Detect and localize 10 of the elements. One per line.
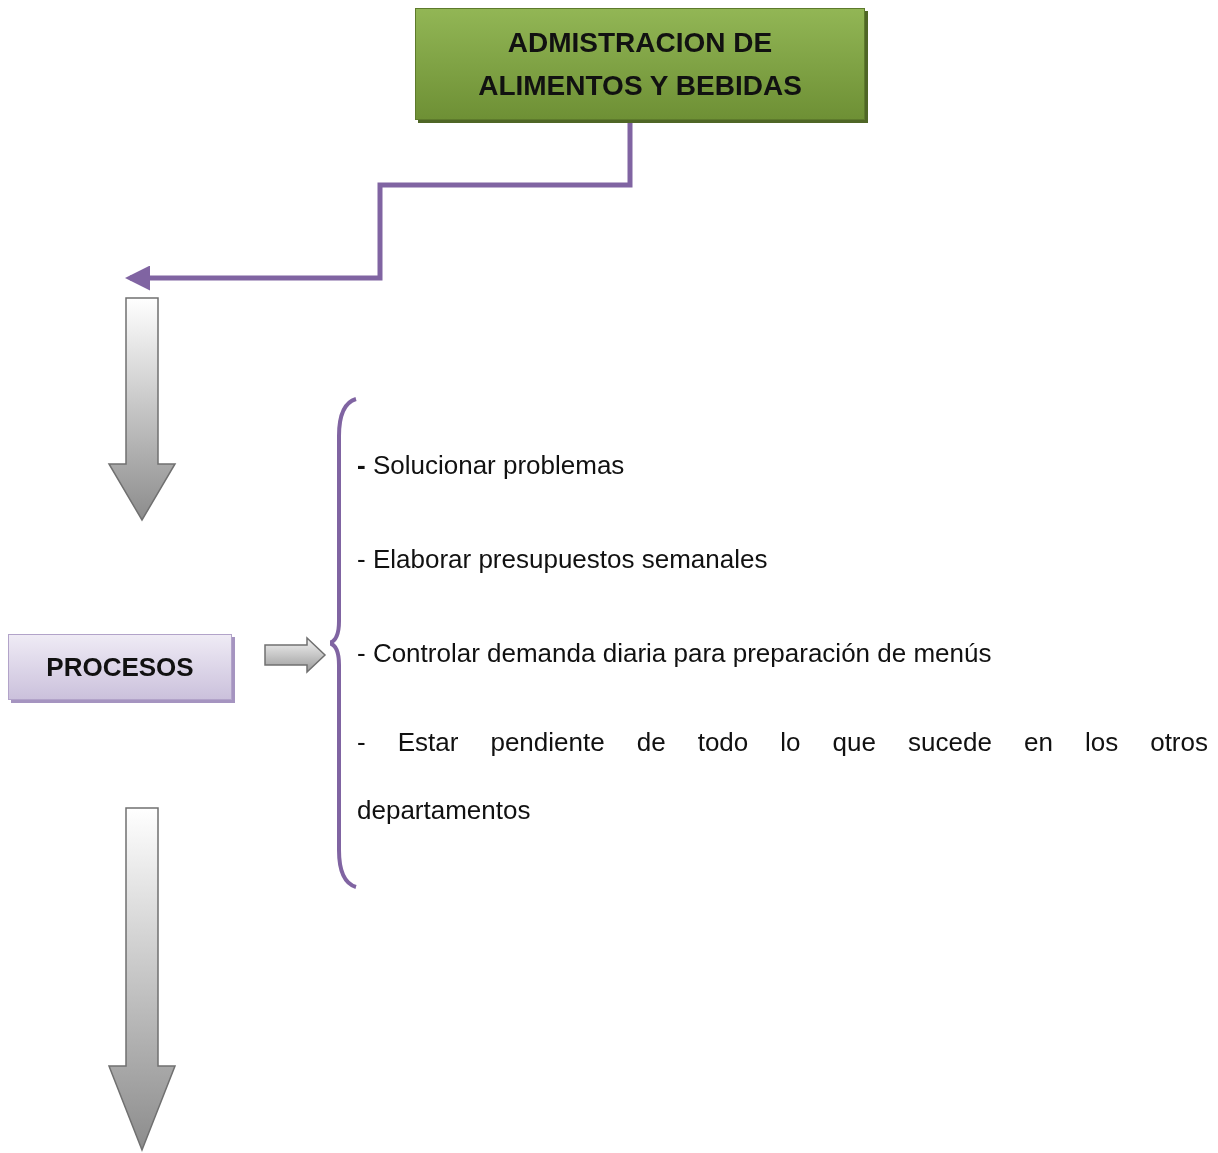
list-item: - Controlar demanda diaria para preparación de menús [357, 637, 993, 670]
list-item: - Estar pendiente de todo lo que sucede en los otros departamentos [357, 726, 1208, 827]
list-item: - Solucionar problemas [357, 449, 626, 482]
title-box [415, 8, 865, 120]
title-text: ADMISTRACION DE ALIMENTOS Y BEBIDAS [477, 26, 803, 103]
list-item: - Elaborar presupuestos semanales [357, 543, 769, 576]
arrow [125, 120, 633, 291]
process-box [8, 634, 232, 700]
process-label: PROCESOS [46, 650, 194, 684]
block-arrow [264, 636, 327, 674]
